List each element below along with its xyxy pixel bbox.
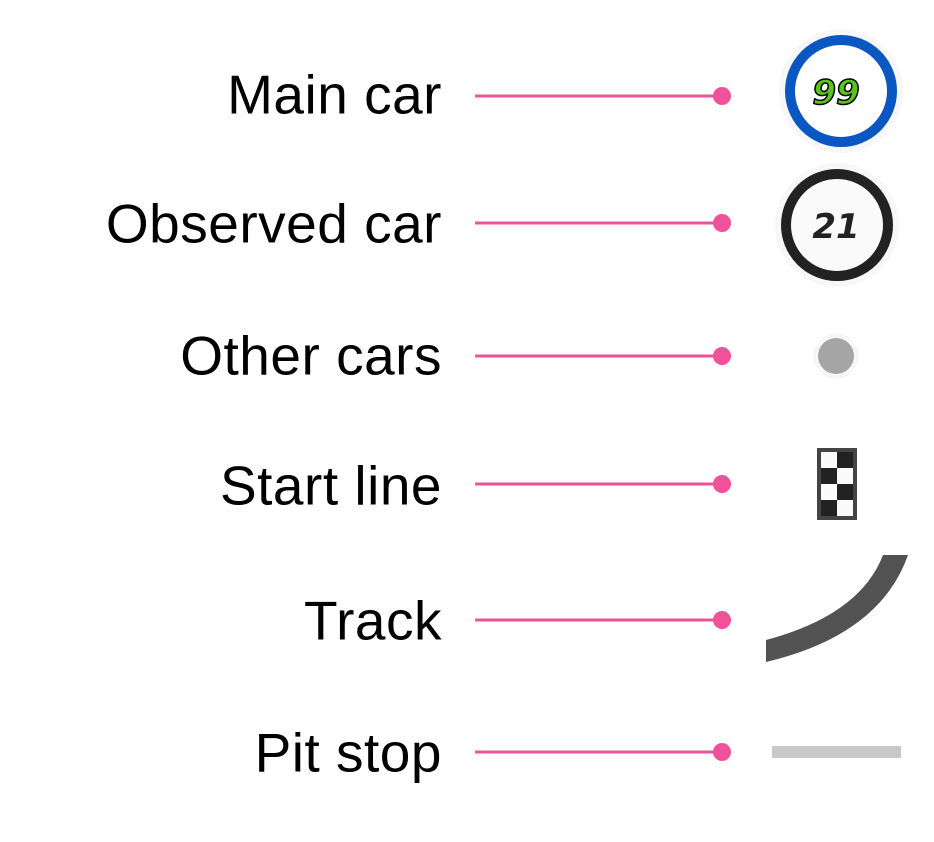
connector-track	[475, 611, 731, 629]
observed-car-marker-icon: 21	[775, 163, 899, 287]
label-other-cars: Other cars	[180, 324, 442, 387]
other-car-dot-icon	[813, 333, 859, 379]
connectors	[475, 87, 731, 761]
observed-car-number: 21	[812, 207, 859, 247]
main-car-number: 99	[812, 73, 859, 113]
connector-start-line	[475, 475, 731, 493]
connector-observed-car	[475, 214, 731, 232]
track-arc-icon	[766, 555, 908, 662]
connector-pit-stop	[475, 743, 731, 761]
checkered-flag-icon	[817, 448, 857, 520]
label-main-car: Main car	[227, 63, 442, 126]
connector-other-cars	[475, 347, 731, 365]
connector-main-car	[475, 87, 731, 105]
pit-stop-line-icon	[772, 746, 901, 758]
main-car-marker-icon: 99	[779, 29, 903, 153]
label-track: Track	[304, 589, 442, 652]
label-observed-car: Observed car	[105, 192, 442, 255]
label-start-line: Start line	[219, 454, 442, 517]
label-pit-stop: Pit stop	[254, 721, 442, 784]
